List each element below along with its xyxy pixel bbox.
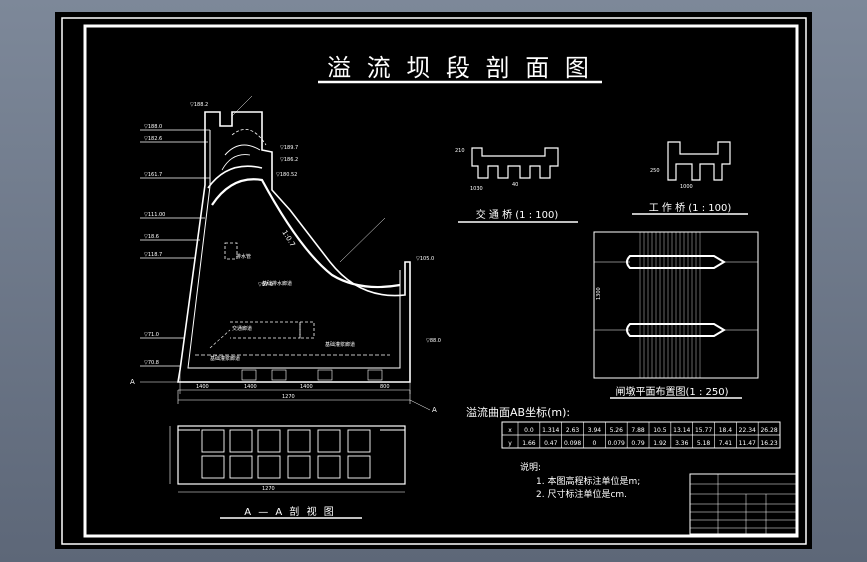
note-item: 2. 尺寸标注单位是cm. <box>536 488 627 500</box>
svg-text:1030: 1030 <box>470 186 483 192</box>
coord-cell-x: 13.14 <box>673 427 690 434</box>
svg-text:▽188.0: ▽188.0 <box>144 124 162 130</box>
coord-cell-x: 18.4 <box>719 427 733 434</box>
svg-text:▽189.7: ▽189.7 <box>280 145 298 151</box>
notes-heading: 说明: <box>520 461 541 473</box>
coord-cell-y: 1.92 <box>653 440 667 447</box>
coord-cell-x: 15.77 <box>695 427 712 434</box>
coord-cell-y: 0.079 <box>608 440 625 447</box>
coord-cell-y: 11.47 <box>739 440 756 447</box>
svg-text:▽88.0: ▽88.0 <box>426 338 441 344</box>
coord-cell-y: 16.23 <box>760 440 777 447</box>
svg-text:250: 250 <box>650 168 660 174</box>
svg-text:基础排水廊道: 基础排水廊道 <box>262 280 292 287</box>
coord-cell-y: 0 <box>593 440 597 447</box>
coord-cell-x: 0.0 <box>524 427 534 434</box>
notes-block: 说明: 1. 本图高程标注单位是m; 2. 尺寸标注单位是cm. <box>520 461 640 500</box>
coord-y-label: y <box>508 440 512 447</box>
coord-table: 溢流曲面AB坐标(m): x y 0.0 1.66 1.314 0.47 2.63 0.0… <box>466 405 781 449</box>
outer-frame <box>61 17 807 545</box>
svg-text:▽161.7: ▽161.7 <box>144 172 162 178</box>
section-aa-label: A — A 剖 视 图 <box>244 505 336 518</box>
svg-text:▽97.0: ▽97.0 <box>258 282 273 288</box>
svg-text:▽180.52: ▽180.52 <box>276 172 297 178</box>
coord-cell-y: 7.41 <box>719 440 733 447</box>
svg-text:▽18.6: ▽18.6 <box>144 234 159 240</box>
coord-cell-y: 5.18 <box>697 440 711 447</box>
coord-cell-x: 22.34 <box>739 427 756 434</box>
svg-text:▽111.00: ▽111.00 <box>144 212 165 218</box>
dam-cross-section: ▽188.0 ▽182.6 ▽161.7 ▽111.00 ▽18.6 ▽118.… <box>130 95 441 414</box>
svg-text:▽186.2: ▽186.2 <box>280 157 298 163</box>
pier-plan-view: 1300 闸墩平面布置图(1 : 250) <box>593 231 759 399</box>
svg-text:1270: 1270 <box>262 486 275 492</box>
svg-text:1400: 1400 <box>244 384 257 390</box>
drawing-sheet <box>55 12 812 549</box>
coord-cell-x: 26.28 <box>760 427 777 434</box>
coord-cell-y: 0.47 <box>544 440 558 447</box>
svg-text:▽118.7: ▽118.7 <box>144 252 162 258</box>
coord-cell-x: 5.26 <box>610 427 624 434</box>
work-bridge-view: 250 1000 工 作 桥 (1 : 100) <box>632 141 748 215</box>
drawing-title: 溢 流 坝 段 剖 面 图 <box>327 54 593 82</box>
coord-cell-x: 10.5 <box>653 427 667 434</box>
work-bridge-label: 工 作 桥 (1 : 100) <box>649 202 732 214</box>
svg-text:▽70.8: ▽70.8 <box>144 360 159 366</box>
svg-text:▽71.0: ▽71.0 <box>144 332 159 338</box>
inner-frame <box>83 24 799 538</box>
coord-cell-y: 3.36 <box>675 440 689 447</box>
coord-cell-x: 3.94 <box>588 427 602 434</box>
section-mark-a-left: A <box>130 378 135 386</box>
coord-cell-y: 0.098 <box>564 440 581 447</box>
svg-text:基础灌浆廊道: 基础灌浆廊道 <box>210 355 240 362</box>
coord-table-title: 溢流曲面AB坐标(m): <box>466 405 570 419</box>
title-block <box>689 473 797 535</box>
svg-text:排水管: 排水管 <box>236 253 251 260</box>
note-item: 1. 本图高程标注单位是m; <box>536 475 640 487</box>
svg-text:800: 800 <box>380 384 390 390</box>
svg-text:▽188.2: ▽188.2 <box>190 102 208 108</box>
coord-cell-y: 1.66 <box>522 440 536 447</box>
section-aa-view: 1270 A — A 剖 视 图 <box>169 425 406 519</box>
svg-text:40: 40 <box>512 182 518 188</box>
traffic-bridge-view: 210 1030 40 交 通 桥 (1 : 100) <box>455 147 578 223</box>
svg-text:1400: 1400 <box>300 384 313 390</box>
coord-cell-x: 1.314 <box>542 427 559 434</box>
pier-plan-label: 闸墩平面布置图(1 : 250) <box>616 385 729 398</box>
coord-x-label: x <box>508 427 512 434</box>
svg-text:▽182.6: ▽182.6 <box>144 136 162 142</box>
svg-text:交通廊道: 交通廊道 <box>232 325 252 332</box>
svg-text:1300: 1300 <box>596 287 602 300</box>
svg-text:▽105.0: ▽105.0 <box>416 256 434 262</box>
coord-cell-x: 7.88 <box>631 427 645 434</box>
svg-text:1270: 1270 <box>282 394 295 400</box>
section-mark-a-right: A <box>432 406 437 414</box>
svg-text:1000: 1000 <box>680 184 693 190</box>
bridge-label: 交 通 桥 (1 : 100) <box>476 208 559 221</box>
svg-text:210: 210 <box>455 148 465 154</box>
coord-cell-y: 0.79 <box>631 440 645 447</box>
coord-cell-x: 2.63 <box>566 427 580 434</box>
svg-text:1400: 1400 <box>196 384 209 390</box>
svg-text:基础灌浆廊道: 基础灌浆廊道 <box>325 341 355 348</box>
